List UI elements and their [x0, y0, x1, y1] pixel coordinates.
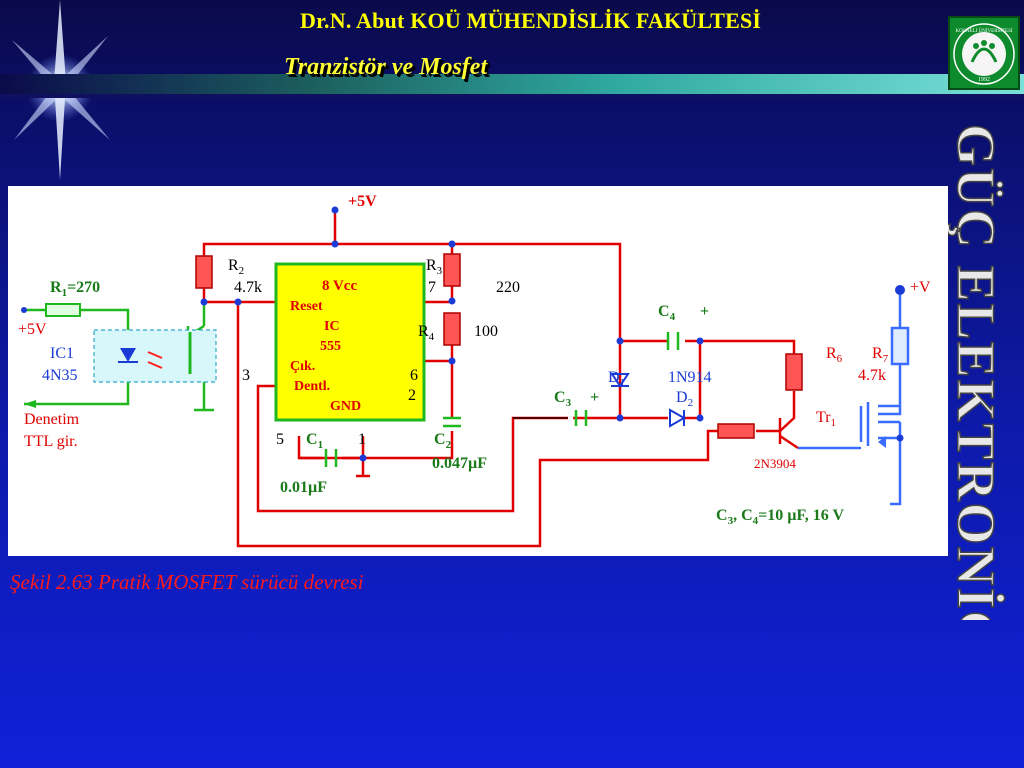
label-c3-plus: +: [590, 389, 599, 406]
junction-dots: [21, 206, 904, 462]
ic-vcc-label: 8 Vcc: [322, 278, 357, 294]
label-r4-value: 100: [474, 323, 498, 340]
diode-d1: [610, 373, 630, 388]
label-r7: R7: [872, 345, 889, 365]
logo-ring-text: KOCAELİ ÜNİVERSİTESİ: [955, 28, 1012, 34]
ic-gnd-label: GND: [330, 399, 361, 414]
label-denetim: Denetim: [24, 411, 80, 428]
header-gradient-bar: [0, 74, 1024, 94]
label-r7-value: 4.7k: [858, 367, 886, 384]
ic-ic-label: IC: [324, 319, 340, 334]
header-underline: [0, 94, 1024, 98]
label-pin7: 7: [428, 279, 436, 296]
label-r4: R4: [418, 323, 435, 343]
label-c4: C4: [658, 303, 676, 323]
resistor-r1: [45, 303, 81, 317]
label-1n914: 1N914: [668, 369, 712, 386]
label-c3: C3: [554, 389, 572, 409]
label-plus-v: +V: [910, 279, 931, 296]
label-c2: C2: [434, 431, 452, 451]
label-c3-c4-note: C3, C4=10 µF, 16 V: [716, 507, 844, 527]
slide-subtitle: Tranzistör ve Mosfet: [284, 54, 488, 80]
label-pin6: 6: [410, 367, 418, 384]
label-ic1: IC1: [50, 345, 74, 362]
label-c2-value: 0.047µF: [432, 455, 487, 472]
resistor-r7: [890, 326, 910, 366]
components: [24, 253, 910, 448]
university-logo: KOCAELİ ÜNİVERSİTESİ 1992: [948, 16, 1020, 90]
label-r3-value: 220: [496, 279, 520, 296]
label-r1: R1=270: [50, 279, 100, 299]
header-title: Dr.N. Abut KOÜ MÜHENDİSLİK FAKÜLTESİ: [300, 8, 762, 33]
resistor-r3: [443, 253, 461, 287]
side-title-text: GÜÇ ELEKTRONİĞİ: [946, 124, 1006, 620]
label-4n35: 4N35: [42, 367, 78, 384]
label-d2: D2: [676, 389, 693, 409]
label-c4-plus: +: [700, 303, 709, 320]
ic-cik-label: Çık.: [290, 359, 315, 374]
label-r2: R2: [228, 257, 244, 277]
label-plus5v-left: +5V: [18, 321, 47, 338]
mosfet-driver-circuit: +5V R1=270 +5V IC1 4N35 Denetim TTL gir.…: [18, 193, 931, 548]
resistor-r2: [195, 255, 213, 289]
side-title: GÜÇ ELEKTRONİĞİ: [945, 123, 1007, 620]
ic-555-label: 555: [320, 339, 341, 354]
label-pin2: 2: [408, 387, 416, 404]
figure-caption: Şekil 2.63 Pratik MOSFET sürücü devresi: [10, 570, 364, 594]
label-d1: D1: [608, 369, 625, 389]
label-pin5: 5: [276, 431, 284, 448]
circuit-panel: +5V R1=270 +5V IC1 4N35 Denetim TTL gir.…: [8, 186, 948, 556]
ic-dentl-label: Dentl.: [294, 379, 330, 394]
label-ttl: TTL gir.: [24, 433, 78, 450]
resistor-r4: [443, 312, 461, 346]
ic-reset-label: Reset: [290, 299, 323, 314]
label-tr1: Tr1: [816, 409, 836, 429]
label-vcc: +5V: [348, 193, 377, 210]
led-diode: [120, 348, 136, 362]
resistor-r6: [785, 353, 803, 391]
label-pin1: 1: [358, 431, 366, 448]
resistor-base: [717, 423, 755, 439]
diode-d2: [669, 408, 687, 428]
label-r2-value: 4.7k: [234, 279, 262, 296]
label-c1-value: 0.01µF: [280, 479, 327, 496]
label-2n3904: 2N3904: [754, 456, 796, 471]
logo-year: 1992: [978, 77, 990, 83]
ic-555-chip: [274, 262, 426, 422]
label-r6: R6: [826, 345, 843, 365]
label-pin3: 3: [242, 367, 250, 384]
label-r3: R3: [426, 257, 443, 277]
blue-wiring: [798, 290, 902, 506]
label-c1: C1: [306, 431, 323, 451]
